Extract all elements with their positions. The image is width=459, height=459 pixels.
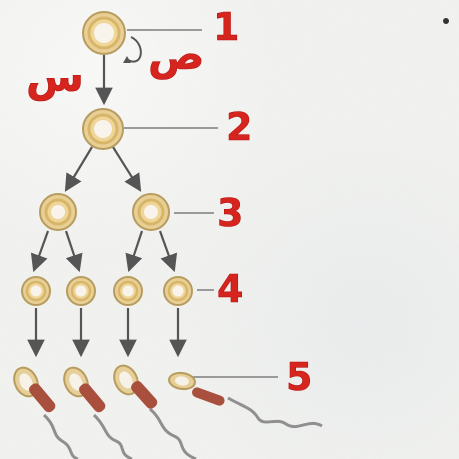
stage-5-label: 5 xyxy=(286,355,312,399)
sperm-4 xyxy=(168,371,323,429)
stage-3-cell-left xyxy=(39,193,77,231)
arrow-3left-to-4b xyxy=(64,230,83,273)
stage-2-label: 2 xyxy=(226,105,252,149)
curved-arrow-icon xyxy=(127,36,142,63)
stage-1-cell xyxy=(82,11,126,55)
sperm-1 xyxy=(13,366,79,459)
arrow-3left-to-4a xyxy=(30,230,50,273)
stage-1-label: 1 xyxy=(213,5,239,49)
arrow-2-to-3-left xyxy=(64,146,93,192)
curved-arrow-head-icon xyxy=(123,56,131,63)
stage-3-label: 3 xyxy=(217,191,243,235)
corner-dot xyxy=(443,18,449,24)
arrow-3right-to-4a xyxy=(125,230,144,273)
stage-3-cell-right xyxy=(132,193,170,231)
chromosome-label-left: س xyxy=(26,52,84,101)
stage-4-cell-2 xyxy=(66,276,96,306)
arrow-2-to-3-right xyxy=(112,146,142,192)
stage-4-cell-1 xyxy=(21,276,51,306)
chromosome-label-right: ص xyxy=(148,30,205,80)
arrow-3right-to-4b xyxy=(158,230,178,273)
sperm-2 xyxy=(63,366,133,459)
stage-4-cell-3 xyxy=(113,276,143,306)
stage-4-label: 4 xyxy=(217,267,243,311)
stage-2-cell xyxy=(82,108,124,150)
stage-4-cell-4 xyxy=(163,276,193,306)
sperm-3 xyxy=(113,364,197,459)
